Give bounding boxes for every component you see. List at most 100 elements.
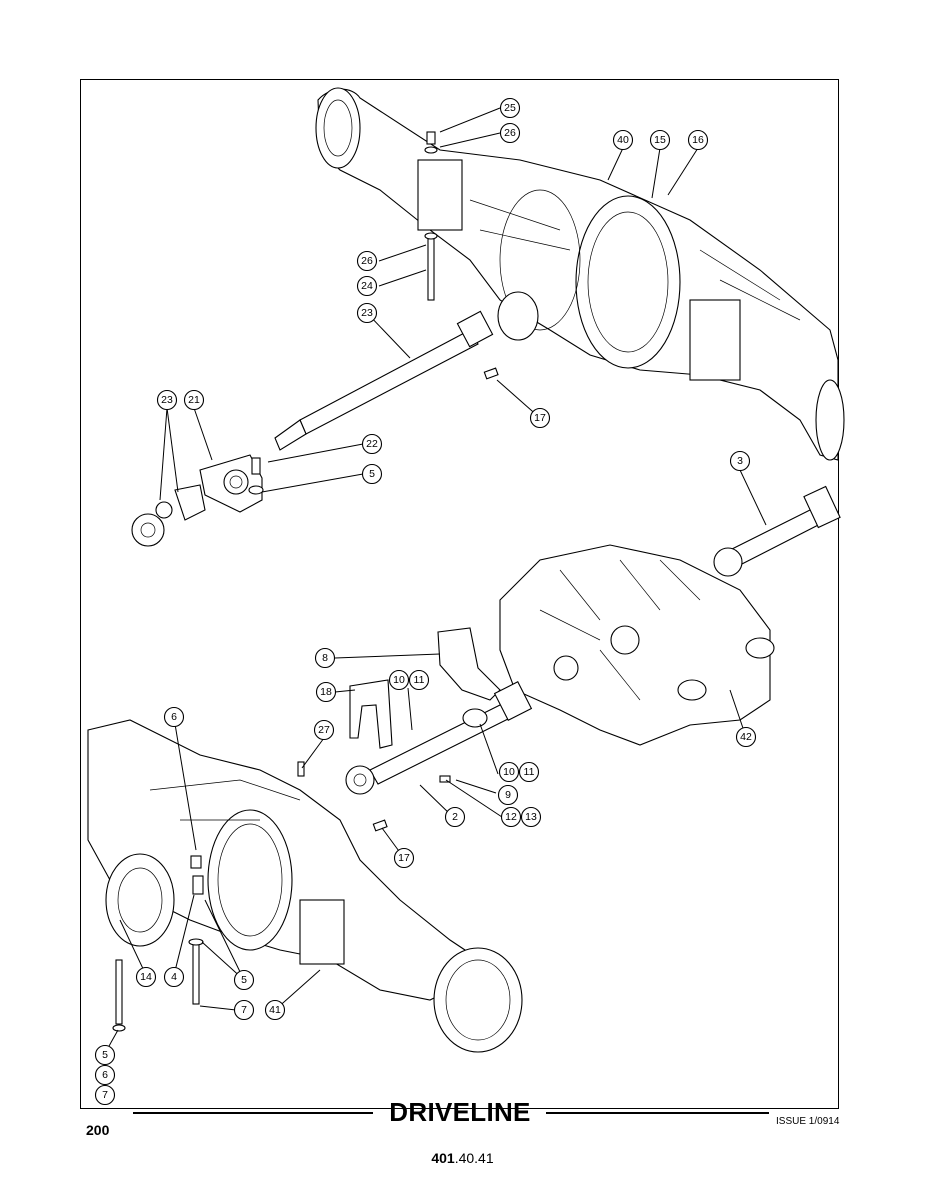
svg-text:11: 11 xyxy=(524,766,535,778)
front-hub xyxy=(105,853,175,947)
svg-text:10: 10 xyxy=(393,674,405,686)
callout: 10 xyxy=(498,761,520,783)
svg-text:11: 11 xyxy=(414,674,425,686)
transmission xyxy=(499,544,775,746)
callout: 25 xyxy=(499,97,521,119)
left-hub-flange xyxy=(315,87,361,169)
callout: 4 xyxy=(163,966,185,988)
mount-bolt xyxy=(424,131,438,301)
diagram-frame xyxy=(80,79,839,1109)
callout: 40 xyxy=(612,129,634,151)
svg-text:10: 10 xyxy=(503,766,515,778)
svg-text:7: 7 xyxy=(241,1004,247,1016)
svg-text:23: 23 xyxy=(361,307,373,319)
callout: 7 xyxy=(94,1084,116,1106)
callout: 17 xyxy=(529,407,551,429)
svg-text:22: 22 xyxy=(366,438,378,450)
callout: 27 xyxy=(313,719,335,741)
svg-text:25: 25 xyxy=(504,102,516,114)
callout: 13 xyxy=(520,806,542,828)
drive-shaft-rear xyxy=(713,485,841,577)
callout: 14 xyxy=(135,966,157,988)
svg-text:23: 23 xyxy=(161,394,173,406)
drive-shaft-upper xyxy=(274,310,494,451)
callout: 6 xyxy=(163,706,185,728)
page-number: 200 xyxy=(86,1122,110,1138)
section-title: DRIVELINE xyxy=(389,1097,531,1127)
front-mount-bolts xyxy=(112,761,305,1032)
svg-text:24: 24 xyxy=(361,280,373,292)
callout: 41 xyxy=(264,999,286,1021)
callout: 16 xyxy=(687,129,709,151)
callout: 21 xyxy=(183,389,205,411)
callout: 24 xyxy=(356,275,378,297)
callout: 9 xyxy=(497,784,519,806)
callout: 42 xyxy=(735,726,757,748)
drive-shaft-front xyxy=(345,680,533,795)
svg-text:17: 17 xyxy=(534,412,546,424)
callout: 5 xyxy=(94,1044,116,1066)
svg-text:13: 13 xyxy=(525,811,537,823)
pinion-flange xyxy=(497,291,539,341)
callout: 18 xyxy=(315,681,337,703)
reference-code: 401.40.41 xyxy=(0,1150,925,1166)
flange-bolts xyxy=(372,367,499,832)
axle-mount-pad-right xyxy=(689,299,741,381)
footer-rule-right xyxy=(546,1112,769,1114)
reference-code-bold: 401 xyxy=(431,1150,455,1166)
svg-text:5: 5 xyxy=(241,974,247,986)
svg-text:21: 21 xyxy=(188,394,200,406)
front-axle-mount-pad xyxy=(299,899,345,965)
footer-rule-left xyxy=(133,1112,373,1114)
reference-code-rest: .40.41 xyxy=(454,1150,494,1166)
rear-axle-housing xyxy=(315,87,845,461)
callout: 23 xyxy=(356,302,378,324)
callout: 23 xyxy=(156,389,178,411)
svg-text:40: 40 xyxy=(617,134,629,146)
callout: 22 xyxy=(361,433,383,455)
svg-text:26: 26 xyxy=(361,255,373,267)
callout: 7 xyxy=(233,999,255,1021)
front-right-hub xyxy=(433,947,523,1053)
svg-text:15: 15 xyxy=(654,134,666,146)
shaft-brackets xyxy=(349,627,501,749)
callout: 26 xyxy=(356,250,378,272)
callout: 3 xyxy=(729,450,751,472)
svg-text:8: 8 xyxy=(322,652,328,664)
svg-text:42: 42 xyxy=(740,731,752,743)
callout: 8 xyxy=(314,647,336,669)
front-differential xyxy=(207,809,293,951)
callout: 11 xyxy=(408,669,430,691)
callout: 2 xyxy=(444,806,466,828)
svg-text:6: 6 xyxy=(102,1069,108,1081)
svg-text:27: 27 xyxy=(318,724,330,736)
svg-text:5: 5 xyxy=(102,1049,108,1061)
axle-mount-pad xyxy=(417,159,463,231)
svg-text:41: 41 xyxy=(269,1004,281,1016)
svg-text:7: 7 xyxy=(102,1089,108,1101)
output-flange xyxy=(610,625,640,655)
callout: 17 xyxy=(393,847,415,869)
callout: 11 xyxy=(518,761,540,783)
svg-text:9: 9 xyxy=(505,789,511,801)
svg-text:12: 12 xyxy=(505,811,517,823)
callout: 5 xyxy=(233,969,255,991)
svg-text:17: 17 xyxy=(398,852,410,864)
coupling-upper xyxy=(131,484,206,547)
front-axle-housing xyxy=(87,719,523,1053)
callout: 12 xyxy=(500,806,522,828)
callout: 26 xyxy=(499,122,521,144)
svg-text:14: 14 xyxy=(140,971,152,983)
svg-text:16: 16 xyxy=(692,134,704,146)
differential-housing-flange xyxy=(575,195,681,369)
svg-text:5: 5 xyxy=(369,468,375,480)
right-hub-flange xyxy=(815,379,845,461)
svg-text:2: 2 xyxy=(452,811,458,823)
svg-text:18: 18 xyxy=(320,686,332,698)
svg-text:4: 4 xyxy=(171,971,177,983)
callout: 15 xyxy=(649,129,671,151)
svg-text:26: 26 xyxy=(504,127,516,139)
callout: 5 xyxy=(361,463,383,485)
support-bearing xyxy=(199,454,264,513)
